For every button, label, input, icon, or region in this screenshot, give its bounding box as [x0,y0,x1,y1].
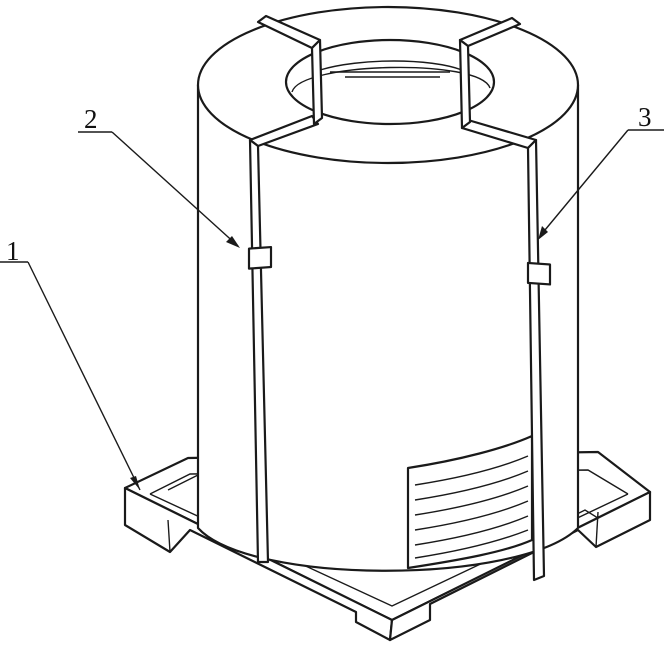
leader-line-1 [0,261,141,491]
steel-coil [196,5,580,572]
callout-label-3: 3 [638,102,652,132]
coil-label-plate [406,434,534,570]
vertical-strap-right [526,138,552,582]
leader-line-3 [538,129,664,240]
callout-label-1: 1 [6,236,20,266]
vertical-strap-left [247,138,273,564]
radial-strap-top [248,14,538,150]
leader-line-2 [78,131,240,248]
callout-label-2: 2 [84,104,98,134]
